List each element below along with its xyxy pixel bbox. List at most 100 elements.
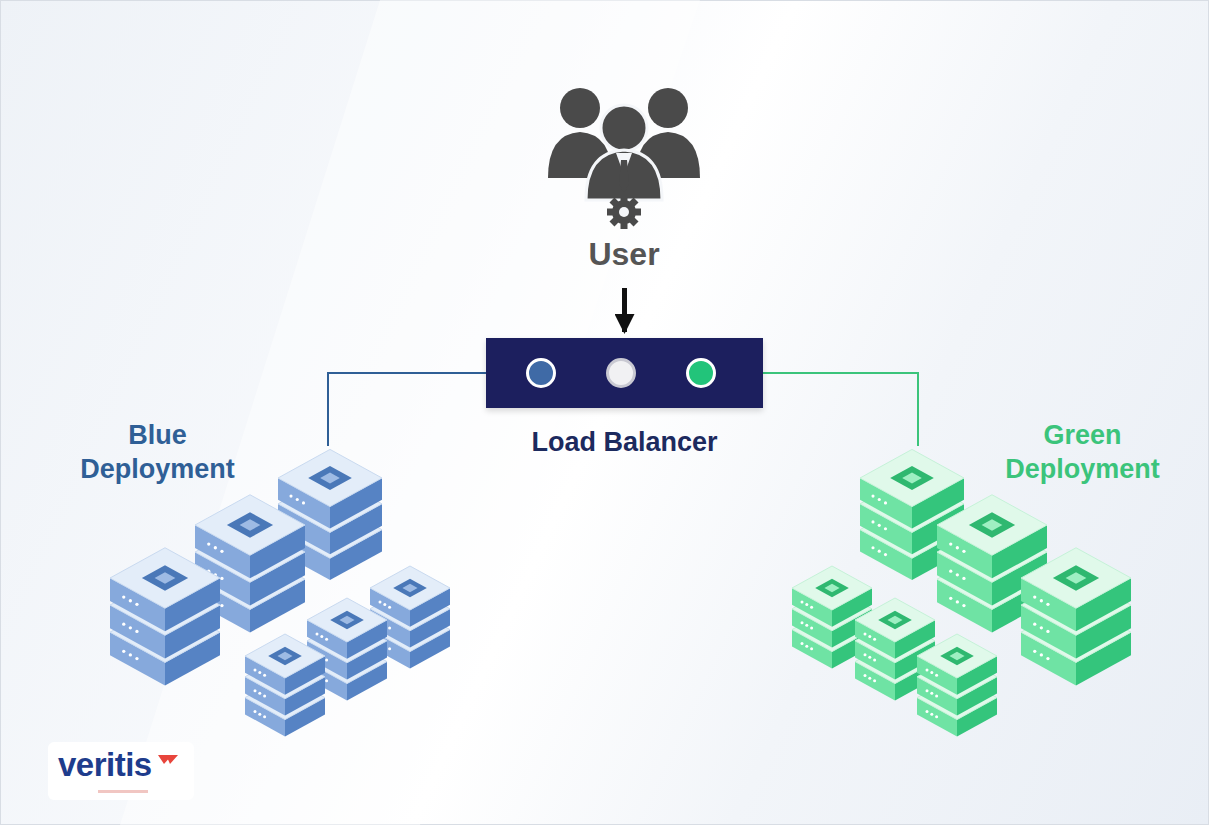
server-led: [129, 599, 132, 602]
server-led: [935, 715, 938, 718]
server-led: [949, 597, 952, 600]
connector-stub: [917, 415, 919, 446]
server-led: [935, 674, 938, 677]
gear-tooth: [610, 216, 621, 227]
server-led: [220, 550, 223, 553]
server-chip: [393, 579, 427, 597]
server-led: [263, 715, 266, 718]
server-top: [792, 566, 872, 610]
server-led: [325, 638, 328, 641]
server-top: [370, 566, 450, 610]
server-led: [871, 546, 874, 549]
server-led: [956, 573, 959, 576]
server-led: [956, 600, 959, 603]
server-chip: [339, 616, 354, 624]
server-led: [805, 645, 808, 648]
server-chip: [815, 579, 849, 597]
server-led: [810, 626, 813, 629]
server-top: [278, 449, 382, 506]
server-top: [855, 598, 935, 642]
green-deployment: Green Deployment: [770, 415, 1190, 720]
connector: [763, 373, 918, 415]
server-chip: [330, 611, 364, 629]
server-led: [1033, 623, 1036, 626]
server-led: [884, 553, 887, 556]
server-led: [873, 638, 876, 641]
server-led: [122, 595, 125, 598]
gear-tooth: [621, 195, 628, 203]
server-led: [930, 713, 933, 716]
server-led: [1040, 653, 1043, 656]
light-band: [120, 0, 700, 825]
server-led: [962, 577, 965, 580]
server-led: [801, 621, 804, 624]
status-dot: [606, 358, 636, 388]
server-led: [801, 642, 804, 645]
server-led: [1033, 595, 1036, 598]
server-led: [873, 679, 876, 682]
server-led: [129, 626, 132, 629]
server-led: [810, 647, 813, 650]
server-led: [325, 658, 328, 661]
server-led: [962, 550, 965, 553]
server-led: [1046, 630, 1049, 633]
connector: [622, 288, 627, 332]
server-led: [935, 694, 938, 697]
server-stack: [917, 634, 997, 736]
server-top: [860, 449, 964, 506]
server-chip: [940, 647, 974, 665]
server-chip: [949, 652, 964, 660]
server-led: [884, 527, 887, 530]
server-chip: [277, 652, 292, 660]
user-label-box: User: [554, 230, 694, 282]
server-chip: [402, 584, 417, 592]
gear-tooth: [621, 221, 628, 229]
server-top: [110, 548, 220, 609]
server-led: [930, 671, 933, 674]
server-chip: [878, 611, 912, 629]
server-chip: [240, 519, 261, 530]
server-led: [258, 692, 261, 695]
server-chip: [155, 572, 176, 583]
connector: [328, 373, 486, 415]
server-led: [864, 653, 867, 656]
node-label: Blue Deployment: [50, 419, 265, 487]
server-top: [195, 495, 305, 556]
user-icon: [548, 88, 700, 229]
server-led: [868, 656, 871, 659]
server-led: [129, 653, 132, 656]
server-led: [296, 498, 299, 501]
server-led: [949, 542, 952, 545]
server-led: [122, 623, 125, 626]
server-led: [316, 632, 319, 635]
server-led: [962, 604, 965, 607]
server-led: [263, 694, 266, 697]
server-led: [220, 604, 223, 607]
server-led: [930, 692, 933, 695]
server-led: [868, 677, 871, 680]
load-balancer: Load Balancer: [486, 338, 763, 408]
server-led: [878, 550, 881, 553]
server-led: [207, 542, 210, 545]
server-led: [1040, 626, 1043, 629]
blue-deployment: Blue Deployment: [50, 415, 470, 720]
node-label: Load Balancer: [466, 426, 783, 460]
server-clusters: [110, 449, 1131, 736]
server-stack: [1021, 548, 1131, 686]
server-led: [302, 501, 305, 504]
server-chip: [268, 647, 302, 665]
server-led: [258, 713, 261, 716]
server-top: [917, 634, 997, 678]
server-chip: [890, 466, 934, 490]
server-top: [307, 598, 387, 642]
server-led: [383, 603, 386, 606]
server-led: [864, 674, 867, 677]
server-led: [388, 626, 391, 629]
server-chip: [1053, 565, 1099, 590]
node-label: User: [554, 230, 694, 274]
server-led: [135, 603, 138, 606]
server-led: [220, 577, 223, 580]
server-led: [1046, 603, 1049, 606]
server-top: [1021, 548, 1131, 609]
